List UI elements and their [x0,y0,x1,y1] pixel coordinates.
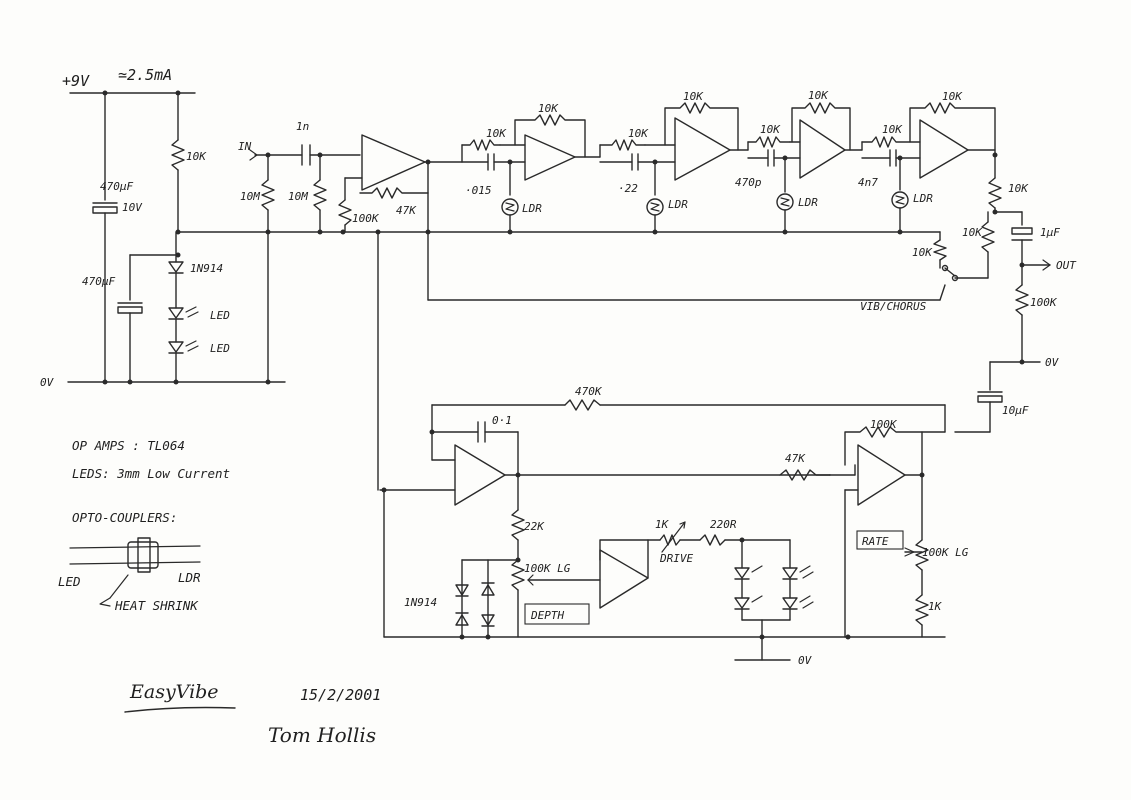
input-section [249,144,361,383]
opamp-schmitt [857,444,906,506]
label-out-series-r: 10K [962,226,983,239]
c-ref-symbol [117,306,143,314]
label-stage1-cap: ·015 [465,184,492,197]
opamp-phase-4 [919,119,969,179]
opamp-phase-3 [799,119,846,179]
label-ground-lfo: 0V [798,654,813,667]
label-r-47k: 47K [785,452,806,465]
opamp-integrator [454,444,506,506]
c-out-symbol [1011,227,1033,235]
r-divider-symbol [171,139,185,171]
rate-box [856,530,904,550]
label-lfo-diode: 1N914 [404,596,437,609]
label-depth-pot: 100K LG [524,562,571,575]
label-stage4-rin: 10K [882,123,903,136]
label-c-main: 470μF [100,180,133,193]
label-c-main-voltage: 10V [122,201,143,214]
label-led-1: LED [210,309,230,322]
label-switch: VIB/CHORUS [860,300,927,313]
led-1-symbol [168,307,184,319]
label-rate-pot: 100K LG [922,546,969,559]
label-input-cap: 1n [296,120,309,133]
label-stage2-cap: ·22 [618,182,638,195]
label-stage2-rfb: 10K [683,90,704,103]
phase-stage-4 [861,102,998,233]
label-r-bias: 100K [352,212,380,225]
note-opto: OPTO-COUPLERS: [72,510,177,525]
label-mix-r: 10K [1008,182,1029,195]
label-r-divider: 10K [186,150,207,163]
label-r-1k: 1K [928,600,943,613]
label-stage4-ldr: LDR [913,192,933,205]
phase-stage-2 [599,102,749,233]
note-heat-shrink: HEAT SHRINK [114,598,199,613]
power-section [67,90,941,385]
label-out-pot: 10K [912,246,933,259]
label-led-2: LED [210,342,230,355]
note-opamps: OP AMPS : TL064 [72,438,185,453]
label-out-to-ground: 100K [1030,296,1058,309]
drawing-title: EasyVibe [129,681,219,703]
opamp-phase-1 [524,134,576,181]
note-opto-ldr: LDR [178,570,201,585]
opamp-phase-2 [674,117,731,181]
label-stage1-ldr: LDR [522,202,542,215]
label-stage3-rin: 10K [760,123,781,136]
label-depth-box: DEPTH [530,609,564,622]
label-bias-right: 10M [288,190,308,203]
led-2-symbol [168,341,184,353]
label-stage2-ldr: LDR [668,198,688,211]
label-stage1-rfb: 10K [538,102,559,115]
label-r-470k: 470K [575,385,603,398]
opamp-input-buffer [361,134,426,191]
label-stage3-ldr: LDR [798,196,818,209]
label-drive: DRIVE [659,552,693,565]
label-stage3-rfb: 10K [808,89,829,102]
label-ground-right: 0V [1045,356,1060,369]
output-section [427,177,1051,433]
phase-stage-3 [747,102,863,233]
label-c-int: 0·1 [492,414,512,427]
title-underline [124,706,236,713]
label-ground-left: 0V [40,376,55,389]
label-r-fb: 47K [396,204,417,217]
label-out-cap: 1μF [1040,226,1060,239]
c-10u-symbol [977,395,1003,403]
label-diode-power: 1N914 [190,262,223,275]
label-stage3-cap: 470p [735,176,762,189]
opamp-driver [599,549,649,609]
label-r-22k: 22K [524,520,545,533]
label-supply-voltage: +9V [62,72,90,90]
drawing-signature: Tom Hollis [268,723,376,747]
label-r-100k: 100K [870,418,898,431]
c-main-symbol [92,206,118,214]
label-bias-left: 10M [240,190,260,203]
drawing-date: 15/2/2001 [300,686,381,704]
label-c-ref: 470μF [82,275,115,288]
depth-box [524,603,590,625]
label-c-10u: 10μF [1002,404,1029,417]
phase-stage-1 [461,114,601,233]
lfo-section [375,229,946,661]
label-stage4-rfb: 10K [942,90,963,103]
opto-coupler-illustration [69,537,201,607]
label-r-220: 220R [710,518,737,531]
diode-1n914-symbol [168,261,184,273]
label-rate-box: RATE [862,535,889,548]
input-buffer-stage [338,134,463,233]
label-input: IN [238,140,252,153]
label-supply-current: ≃2.5mA [118,66,172,84]
label-stage1-rin: 10K [486,127,507,140]
label-r-1k-drive: 1K [655,518,670,531]
label-stage2-rin: 10K [628,127,649,140]
note-opto-led: LED [58,574,81,589]
label-output: OUT [1056,259,1077,272]
label-stage4-cap: 4n7 [858,176,878,189]
note-leds: LEDS: 3mm Low Current [72,466,230,481]
